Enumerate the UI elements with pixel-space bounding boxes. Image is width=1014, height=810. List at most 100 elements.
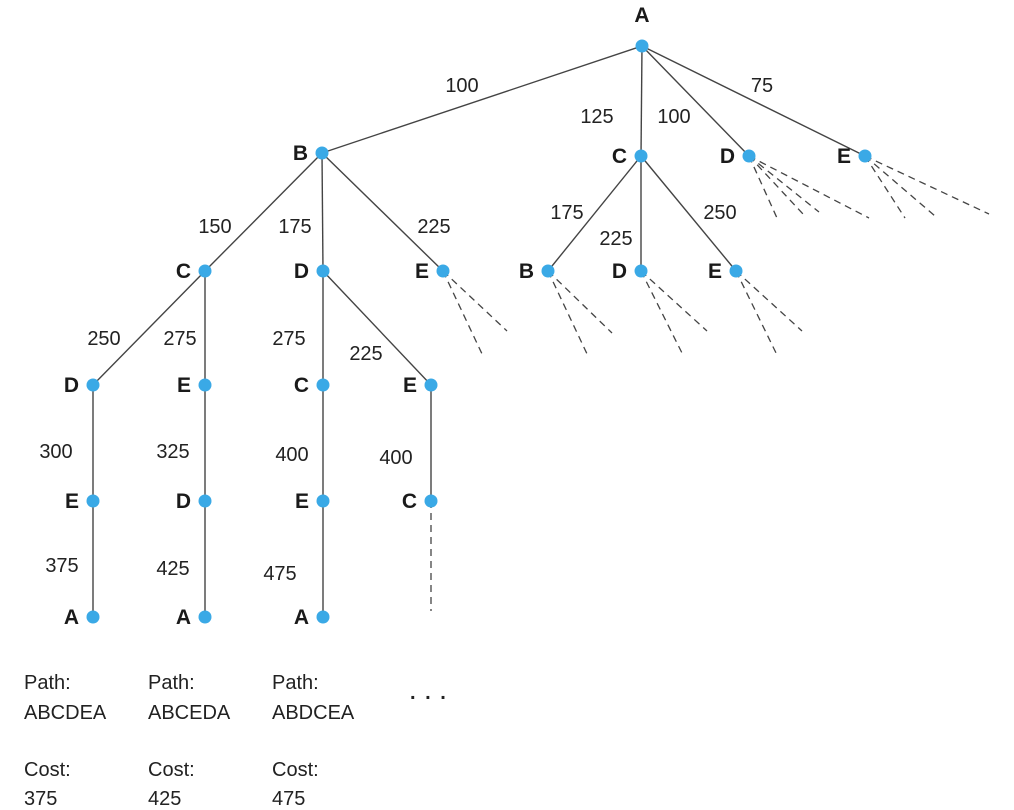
- path-3-value: ABDCEA: [272, 702, 355, 724]
- node-dot-B1: [315, 146, 329, 160]
- node-label-B2: B: [519, 260, 534, 283]
- unexpanded-branch-D1-3: [748, 155, 870, 219]
- edge-cost-C1-E3: 250: [703, 202, 736, 224]
- node-dot-D2: [316, 264, 330, 278]
- path-2-label: Path:: [148, 672, 195, 694]
- unexpanded-branch-D3-0: [640, 270, 684, 356]
- node-dot-A0: [635, 39, 649, 53]
- edge-cost-A0-D1: 100: [657, 106, 690, 128]
- unexpanded-branch-E1-1: [864, 155, 936, 217]
- edge-cost-A0-C1: 125: [580, 106, 613, 128]
- node-dot-E7: [316, 494, 330, 508]
- node-dot-A8: [86, 610, 100, 624]
- node-label-E2: E: [415, 260, 429, 283]
- ellipsis: . . .: [410, 682, 448, 704]
- path-summaries: Path: ABCDEA Cost: 375 Path: ABCEDA Cost…: [24, 672, 448, 810]
- edge-cost-C1-D3: 225: [599, 228, 632, 250]
- unexpanded-branch-E1-2: [864, 155, 990, 215]
- unexpanded-branch-E2-0: [442, 270, 484, 357]
- node-label-B1: B: [293, 142, 308, 165]
- cost-3-label: Cost:: [272, 759, 319, 781]
- edge-B1-D2: [321, 152, 324, 272]
- unexpanded-branch-E3-1: [735, 270, 803, 332]
- node-label-A10: A: [294, 606, 309, 629]
- node-label-E1: E: [837, 145, 851, 168]
- node-label-D1: D: [720, 145, 735, 168]
- node-dot-A10: [316, 610, 330, 624]
- edge-cost-E7-A10: 475: [263, 563, 296, 585]
- node-dot-E3: [729, 264, 743, 278]
- unexpanded-branch-D1-2: [748, 155, 820, 213]
- node-dot-C2: [198, 264, 212, 278]
- node-label-D3: D: [612, 260, 627, 283]
- edge-A0-E1: [641, 45, 866, 157]
- edge-B1-C2: [204, 152, 323, 272]
- path-2-value: ABCEDA: [148, 702, 231, 724]
- node-label-C7: C: [402, 490, 417, 513]
- node-label-E3: E: [708, 260, 722, 283]
- edge-D2-E5: [322, 270, 432, 386]
- edge-C2-D4: [92, 270, 206, 386]
- edge-cost-B1-C2: 150: [198, 216, 231, 238]
- edge-cost-C2-D4: 250: [87, 328, 120, 350]
- unexpanded-branch-D1-0: [748, 155, 778, 219]
- edge-cost-D4-E6: 300: [39, 441, 72, 463]
- node-label-A0: A: [634, 4, 649, 27]
- path-1-label: Path:: [24, 672, 71, 694]
- node-dot-E2: [436, 264, 450, 278]
- node-dot-D1: [742, 149, 756, 163]
- unexpanded-branch-E3-0: [735, 270, 779, 358]
- node-dot-B2: [541, 264, 555, 278]
- node-label-C1: C: [612, 145, 627, 168]
- unexpanded-branch-B2-0: [547, 270, 589, 357]
- node-dot-D4: [86, 378, 100, 392]
- unexpanded-branch-D3-1: [640, 270, 708, 332]
- edge-cost-D6-A9: 425: [156, 558, 189, 580]
- node-label-E5: E: [403, 374, 417, 397]
- node-dot-C4: [316, 378, 330, 392]
- path-1-value: ABCDEA: [24, 702, 107, 724]
- edge-cost-D2-E5: 225: [349, 343, 382, 365]
- node-dot-C7: [424, 494, 438, 508]
- node-dot-E1: [858, 149, 872, 163]
- edge-A0-B1: [321, 45, 643, 154]
- edge-B1-E2: [321, 152, 444, 272]
- edge-cost-A0-E1: 75: [751, 75, 773, 97]
- edge-cost-B1-E2: 225: [417, 216, 450, 238]
- node-dot-D3: [634, 264, 648, 278]
- node-label-C2: C: [176, 260, 191, 283]
- node-label-D4: D: [64, 374, 79, 397]
- edge-C1-B2: [547, 155, 642, 272]
- node-dot-A9: [198, 610, 212, 624]
- node-label-C4: C: [294, 374, 309, 397]
- unexpanded-branches-layer: [430, 155, 990, 611]
- cost-2-label: Cost:: [148, 759, 195, 781]
- edge-cost-E5-C7: 400: [379, 447, 412, 469]
- edge-A0-D1: [641, 45, 750, 157]
- node-label-D6: D: [176, 490, 191, 513]
- edge-cost-A0-B1: 100: [445, 75, 478, 97]
- cost-1-value: 375: [24, 788, 57, 810]
- edge-cost-C4-E7: 400: [275, 444, 308, 466]
- node-label-E4: E: [177, 374, 191, 397]
- unexpanded-branch-D1-1: [748, 155, 804, 215]
- edge-cost-D2-C4: 275: [272, 328, 305, 350]
- cost-1-label: Cost:: [24, 759, 71, 781]
- cost-3-value: 475: [272, 788, 305, 810]
- node-label-E7: E: [295, 490, 309, 513]
- node-dot-E5: [424, 378, 438, 392]
- edge-cost-E4-D6: 325: [156, 441, 189, 463]
- node-label-D2: D: [294, 260, 309, 283]
- node-dot-D6: [198, 494, 212, 508]
- unexpanded-branch-B2-1: [547, 270, 613, 334]
- node-label-A8: A: [64, 606, 79, 629]
- edge-C1-E3: [640, 155, 737, 272]
- node-dot-E6: [86, 494, 100, 508]
- node-dot-E4: [198, 378, 212, 392]
- unexpanded-branch-E2-1: [442, 270, 508, 332]
- edges-layer: [92, 45, 866, 617]
- edge-A0-C1: [640, 45, 643, 157]
- path-3-label: Path:: [272, 672, 319, 694]
